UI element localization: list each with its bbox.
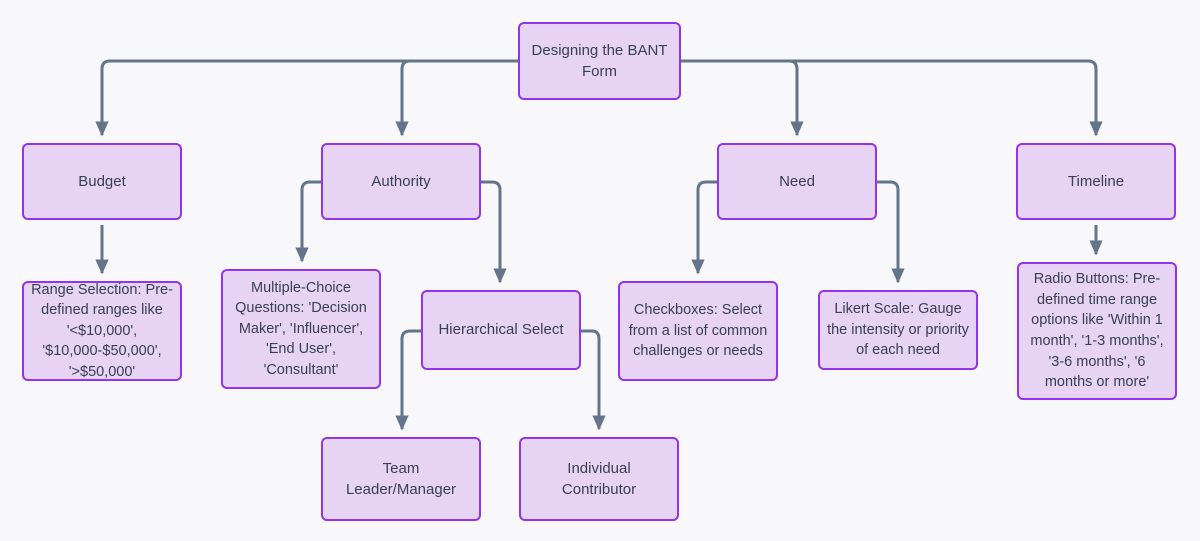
edge-hierarchical-individual bbox=[581, 329, 606, 431]
node-authority-multiple-choice: Multiple-Choice Questions: 'Decision Mak… bbox=[221, 269, 381, 389]
node-timeline: Timeline bbox=[1016, 143, 1176, 220]
node-individual-contributor: Individual Contributor bbox=[519, 437, 679, 521]
edge-root-need bbox=[681, 59, 804, 137]
node-hierarchical-select: Hierarchical Select bbox=[421, 290, 581, 370]
edge-authority-hierarchical bbox=[481, 180, 507, 284]
node-timeline-radio-buttons: Radio Buttons: Pre-defined time range op… bbox=[1017, 262, 1177, 400]
edge-need-checkboxes bbox=[691, 180, 717, 275]
edge-hierarchical-team-leader bbox=[395, 329, 421, 431]
edge-need-likert bbox=[877, 180, 905, 284]
node-budget: Budget bbox=[22, 143, 182, 220]
node-designing-bant-form: Designing the BANT Form bbox=[518, 22, 681, 100]
edge-root-timeline bbox=[681, 59, 1103, 137]
node-team-leader-manager: Team Leader/Manager bbox=[321, 437, 481, 521]
edge-root-budget bbox=[95, 59, 518, 137]
node-need-likert-scale: Likert Scale: Gauge the intensity or pri… bbox=[818, 290, 978, 370]
node-authority: Authority bbox=[321, 143, 481, 220]
node-need-checkboxes: Checkboxes: Select from a list of common… bbox=[618, 281, 778, 381]
node-budget-range-selection: Range Selection: Pre-defined ranges like… bbox=[22, 281, 182, 381]
node-need: Need bbox=[717, 143, 877, 220]
edge-root-authority bbox=[395, 59, 518, 137]
edge-authority-mcq bbox=[295, 180, 321, 263]
